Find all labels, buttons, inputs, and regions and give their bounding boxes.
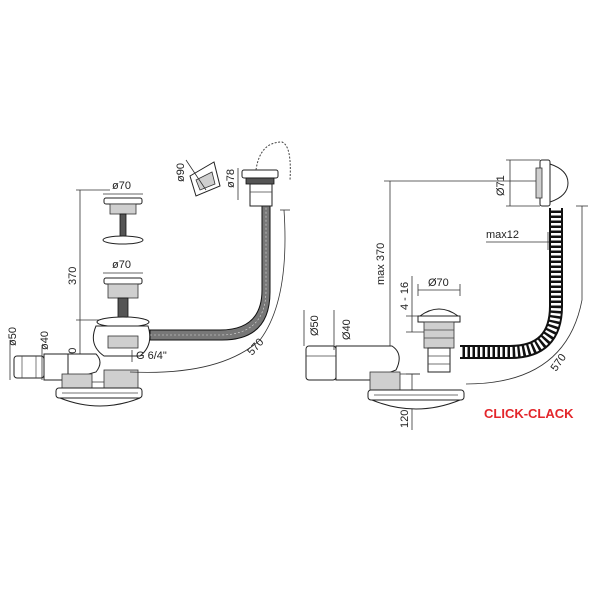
right-outlet-d40-label: Ø40 [341, 319, 353, 340]
right-max12-label: max12 [486, 229, 519, 241]
left-overflow-head [241, 169, 279, 207]
right-drain-diagram: max 370 120 4 - 16 Ø71 max12 Ø70 [303, 159, 588, 430]
left-hose-length-label: 570 [245, 336, 266, 358]
left-drain-diagram: 370 120 ø70 ø70 G 6/4" [7, 141, 291, 407]
right-hose-length-label: 570 [549, 352, 569, 374]
left-overflow-cap [189, 161, 221, 197]
right-height-120-label: 120 [399, 410, 411, 428]
right-outlet-d50-label: Ø50 [309, 315, 321, 336]
left-chain [255, 141, 291, 181]
right-trap [305, 345, 465, 410]
right-click-clack-plug [417, 308, 461, 373]
right-overflow-d71-label: Ø71 [495, 175, 507, 196]
right-overflow-head [535, 159, 569, 207]
left-overflow-hose [149, 205, 271, 341]
left-plug-top-diameter: ø70 [112, 180, 131, 192]
left-thread-label: G 6/4" [136, 350, 167, 362]
left-trap [13, 353, 143, 407]
left-height-370-label: 370 [67, 267, 79, 285]
right-corrugated-hose [460, 208, 563, 359]
left-plug-mid-diameter: ø70 [112, 259, 131, 271]
right-max370-label: max 370 [375, 243, 387, 285]
left-head-d78-label: ø78 [225, 169, 237, 188]
left-overflow-waste [92, 277, 151, 357]
right-range-4-16-label: 4 - 16 [399, 282, 411, 310]
click-clack-brand-label: CLICK-CLACK [484, 406, 574, 421]
left-top-plug [102, 197, 144, 245]
right-plug-d70-label: Ø70 [428, 277, 449, 289]
left-outlet-d40-label: ø40 [39, 331, 51, 350]
left-cap-d90-label: ø90 [175, 163, 187, 182]
left-outlet-d50-label: ø50 [7, 327, 19, 346]
